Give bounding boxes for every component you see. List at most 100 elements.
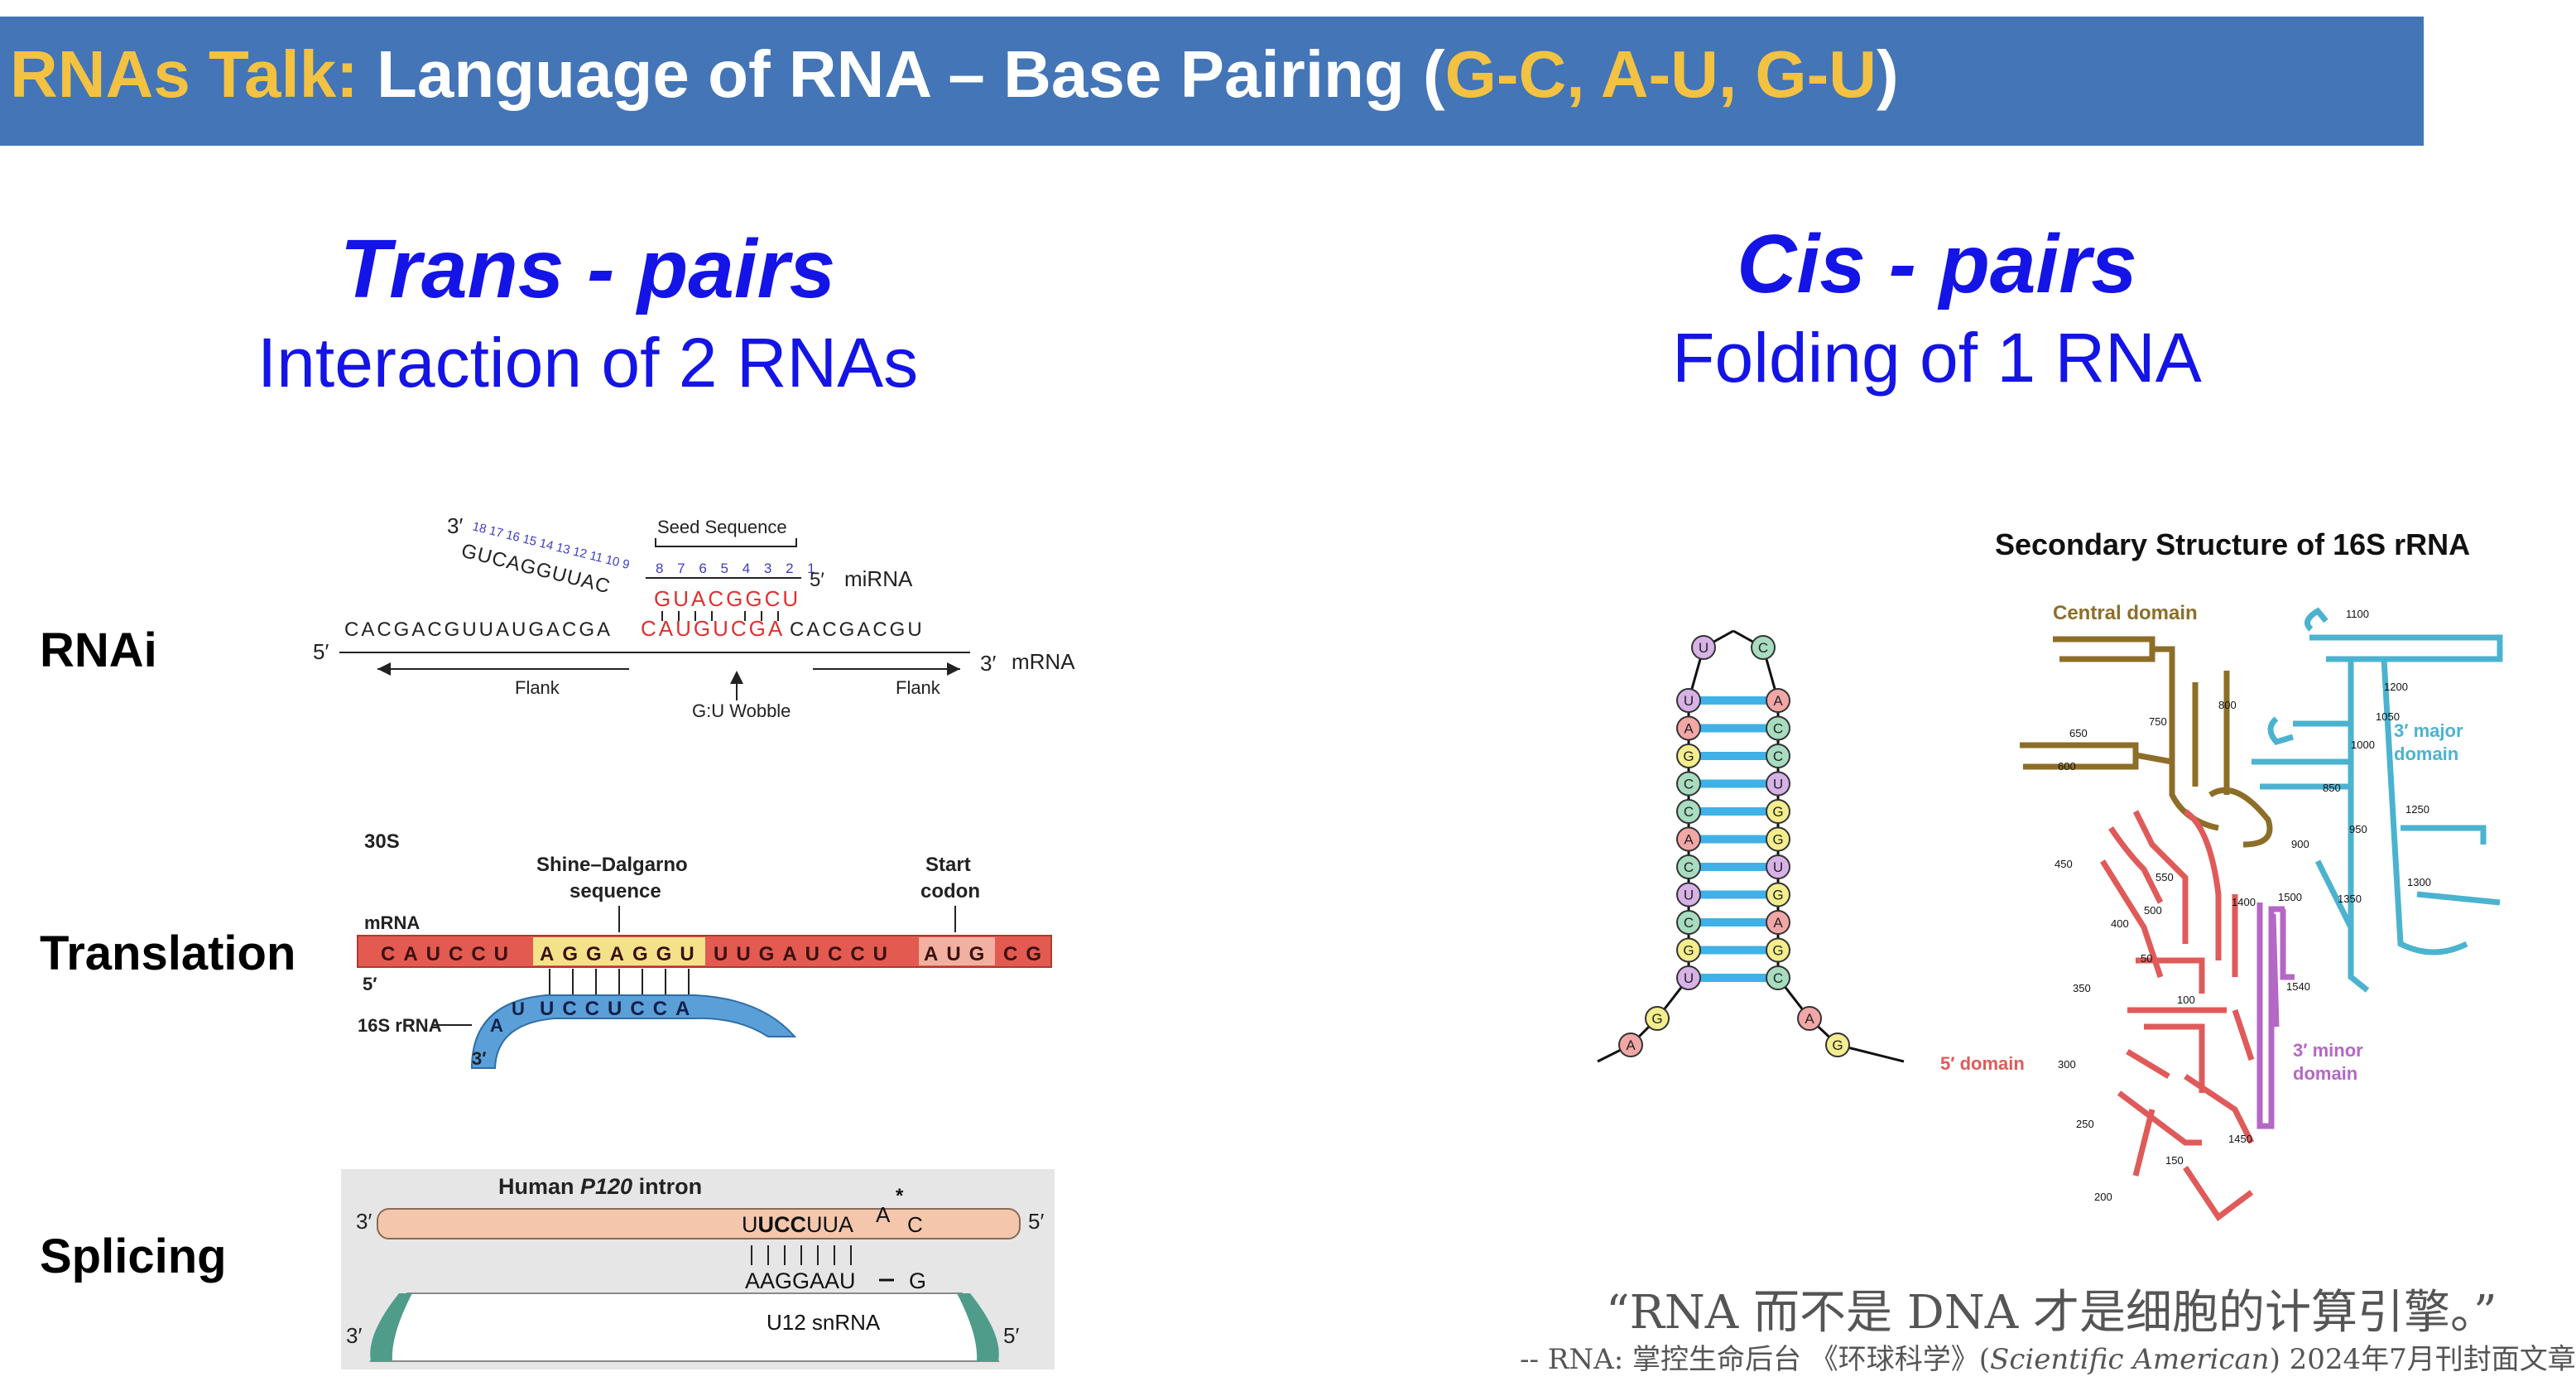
sd-pair-ticks [549,969,690,997]
wobble-label: G:U Wobble [692,700,791,721]
hairpin-nucleotide-left: A [1618,1032,1643,1057]
pos-1450: 1450 [2228,1133,2252,1145]
16s-rrna-sequence: UCCUCCA [540,998,698,1020]
title-close: ) [1877,37,1899,111]
snrna-left-cap [370,1293,412,1361]
flank-left-arrowhead [377,662,391,676]
svg-text:A: A [1773,693,1783,709]
pos-800: 800 [2218,699,2237,711]
svg-text:C: C [1758,640,1768,656]
mrna-label: mRNA [1012,649,1075,674]
snrna-right-cap [957,1293,999,1361]
snrna-outline [369,1292,1000,1362]
svg-text:C: C [1684,859,1694,875]
svg-text:A: A [1684,832,1694,848]
hairpin-nucleotide-right: U [1766,854,1790,879]
hairpin-base-pair [1700,863,1766,871]
mrna-seq-shine-dalgarno: AGGAGGU [540,943,703,965]
branch-point-star: * [896,1185,904,1207]
rrna-16s-diagram: Secondary Structure of 16S rRNA Central … [1940,527,2503,1222]
mrna-seq-downstream: CG [1003,943,1050,965]
mirna-label: miRNA [844,566,913,591]
mrna-seq-upstream: CAUCCU [381,943,517,965]
hairpin-base-pair [1700,890,1766,899]
page-title: RNAs Talk: Language of RNA – Base Pairin… [10,36,1899,113]
major-domain-label-line2: domain [2394,744,2458,764]
mrna-seq-start-codon: AUG [924,943,992,965]
pos-1250: 1250 [2405,803,2429,816]
svg-text:A: A [1684,721,1694,737]
splicing-diagram: Human P120 intron 3′ 5′ UUCCUUA A C * AA… [341,1169,1055,1369]
hairpin-nucleotide-right: G [1766,882,1790,907]
pos-250: 250 [2076,1118,2094,1130]
pos-450: 450 [2055,858,2073,870]
hairpin-nucleotide-left: U [1676,882,1701,907]
minor-domain-label-line1: 3′ minor [2293,1040,2363,1061]
hairpin-base-pair [1700,779,1766,788]
hairpin-nucleotide-right: C [1766,965,1790,990]
minor-domain-structure [2256,902,2295,1129]
pos-1200: 1200 [2384,681,2408,693]
mirna-seed-sequence: GUACGGCU [654,586,800,611]
hairpin-nucleotide-right: C [1766,744,1790,768]
svg-text:A: A [1805,1011,1814,1027]
pos-650: 650 [2069,727,2088,739]
wobble-arrowhead [730,671,743,684]
svg-text:C: C [1773,721,1783,737]
title-bar [0,17,2424,146]
flank-left-label: Flank [515,677,560,698]
pos-400: 400 [2111,917,2129,930]
start-codon-label-line1: Start [925,854,971,876]
16s-rrna-label: 16S rRNA [358,1015,442,1036]
hairpin-left-backbone [1597,629,1734,1063]
title-main: Language of RNA – Base Pairing ( [358,37,1445,111]
cis-heading: Cis - pairs [1737,218,2137,310]
mrna-left-sequence: CACGACGUUAUGACGA [344,618,613,641]
16s-rrna-a: A [490,1015,503,1036]
hairpin-nucleotide-left: C [1676,799,1701,824]
svg-text:U: U [1773,859,1783,875]
pos-1540: 1540 [2286,980,2310,993]
svg-text:G: G [1772,804,1783,820]
pos-1100: 1100 [2346,608,2369,620]
major-domain-structure [2252,607,2503,993]
translation-diagram: 30S Shine–Dalgarno sequence Start codon … [357,830,1052,1069]
title-prefix: RNAs Talk: [10,37,358,111]
seed-pair-ticks [661,611,779,621]
row-label-splicing: Splicing [40,1230,227,1283]
shine-dalgarno-label-line2: sequence [570,880,661,902]
svg-text:G: G [1651,1011,1662,1027]
svg-text:U: U [1699,640,1709,656]
flank-right-label: Flank [896,677,941,698]
hairpin-nucleotide-right: A [1797,1006,1822,1031]
translation-mrna-5-end: 5′ [363,974,377,994]
translation-mrna-label: mRNA [364,912,420,933]
hairpin-nucleotide-right: G [1766,826,1790,852]
hairpin-nucleotide-right: G [1825,1032,1850,1057]
cis-subheading: Folding of 1 RNA [1672,319,2202,397]
hairpin-right-backbone [1733,629,1905,1063]
seed-bracket [655,538,797,547]
svg-text:U: U [1684,970,1694,986]
svg-text:G: G [1832,1037,1843,1053]
quote-source: -- RNA: 掌控生命后台 《环球科学》(Scientific America… [1520,1343,2576,1376]
hairpin-loop-nucleotide: U [1691,635,1716,660]
minor-domain-label-line2: domain [2293,1063,2357,1084]
hairpin-nucleotide-left: G [1676,744,1701,768]
flank-right-arrowhead [947,662,960,676]
pos-750: 750 [2149,715,2167,728]
hairpin-nucleotide-left: U [1676,688,1701,713]
pos-300: 300 [2058,1058,2076,1071]
pos-600: 600 [2058,760,2076,773]
hairpin-base-pair [1700,724,1766,733]
snrna-5-end: 5′ [1003,1323,1019,1348]
pos-500: 500 [2144,904,2162,917]
quote-text: “RNA 而不是 DNA 才是细胞的计算引擎。” [1606,1286,2497,1340]
pos-1000: 1000 [2351,739,2375,751]
svg-text:A: A [1773,915,1783,931]
intron-3-end: 3′ [356,1209,372,1234]
intron-title: Human P120 intron [498,1174,702,1199]
pos-50: 50 [2141,952,2152,965]
hairpin-nucleotide-left: C [1676,771,1701,797]
